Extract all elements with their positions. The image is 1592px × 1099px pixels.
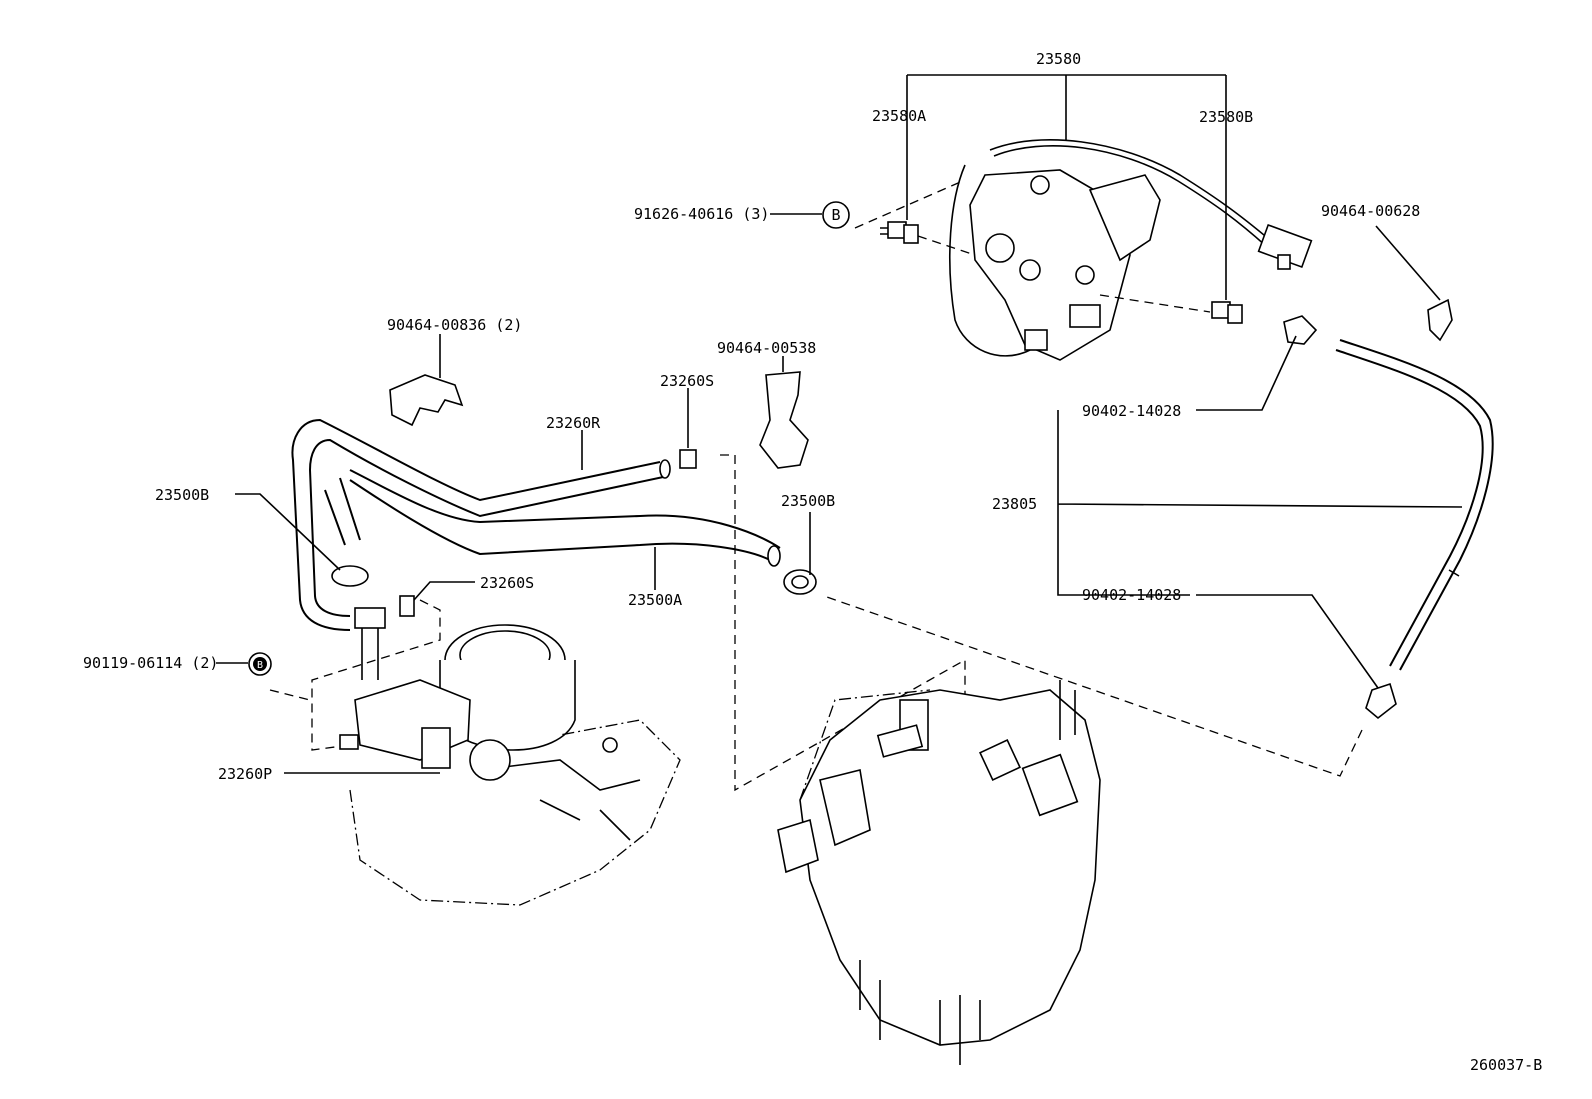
- label-91626-40616: 91626-40616 (3): [634, 205, 769, 223]
- label-23260p: 23260P: [218, 765, 272, 783]
- label-90464-00538: 90464-00538: [717, 339, 816, 357]
- label-90402-14028-bottom: 90402-14028: [1082, 586, 1181, 604]
- top-leaders: [770, 74, 1441, 301]
- label-23260r: 23260R: [546, 414, 601, 432]
- marker-b-top: B: [822, 201, 850, 229]
- label-90119-06114: 90119-06114 (2): [83, 654, 218, 672]
- label-23260s-mid: 23260S: [480, 574, 534, 592]
- svg-text:B: B: [831, 206, 840, 224]
- label-90464-00628: 90464-00628: [1321, 202, 1420, 220]
- label-23580a: 23580A: [872, 107, 926, 125]
- label-23260s-top: 23260S: [660, 372, 714, 390]
- diagram-reference-number: 260037-B: [1470, 1056, 1542, 1074]
- hose-23500a: [324, 469, 781, 567]
- label-23500a: 23500A: [628, 591, 682, 609]
- label-23500b-mid: 23500B: [781, 492, 835, 510]
- hose-clamp-left: [331, 565, 369, 587]
- label-90402-14028-top: 90402-14028: [1082, 402, 1181, 420]
- hose-clip-right: [1427, 298, 1453, 342]
- label-90464-00836: 90464-00836 (2): [387, 316, 522, 334]
- marker-b-left: B: [248, 652, 272, 676]
- vacuum-switch-b: [1211, 301, 1243, 324]
- hose-clip-00836: [389, 374, 464, 427]
- engine-block: [777, 680, 1101, 1065]
- svg-text:B: B: [257, 660, 263, 671]
- vacuum-switch-a: [880, 221, 919, 244]
- label-23580b: 23580B: [1199, 108, 1253, 126]
- hose-clip-00538: [759, 371, 809, 469]
- label-23580: 23580: [1036, 50, 1081, 68]
- hose-23260r: [291, 418, 671, 631]
- vacuum-switch-assembly: [854, 139, 1313, 361]
- label-23805: 23805: [992, 495, 1037, 513]
- hose-23805: [1283, 315, 1494, 720]
- clip-23260s-mid: [399, 595, 415, 617]
- clip-23260s-top: [679, 449, 697, 469]
- carburetor-assembly: [339, 607, 681, 906]
- part-labels: 23580 23580A 23580B 91626-40616 (3) 9046…: [83, 50, 1542, 1074]
- label-23500b-left: 23500B: [155, 486, 209, 504]
